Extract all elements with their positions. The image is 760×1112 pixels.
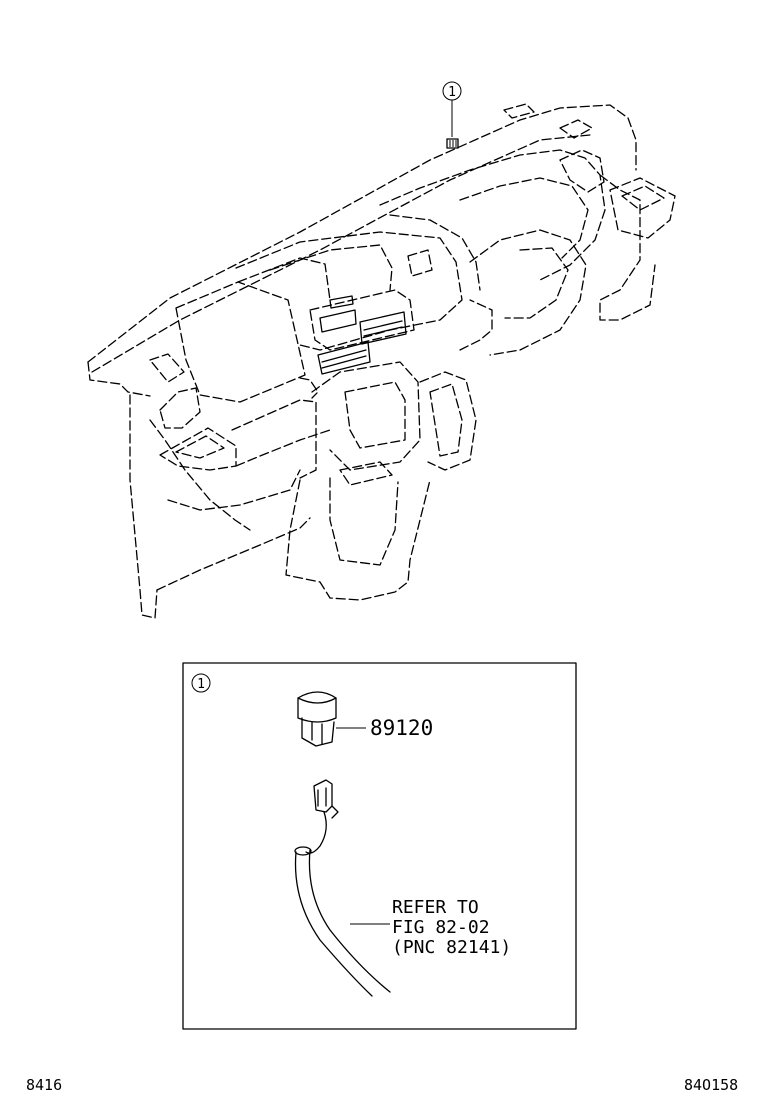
footer-left-code: 8416 <box>26 1076 62 1094</box>
sensor-icon <box>297 691 366 747</box>
detail-inset: 1 89120 REFER TO FIG 82-02 (PNC 82141) <box>182 662 577 1030</box>
footer-right-code: 84O158 <box>684 1076 738 1094</box>
callout-number: 1 <box>448 85 456 100</box>
part-number-label: 89120 <box>370 716 433 740</box>
harness-wire <box>305 811 327 854</box>
callout-circle-icon <box>442 81 462 101</box>
inset-callout-number: 1 <box>197 677 205 692</box>
connector-icon <box>313 779 339 819</box>
dashboard-callout: 1 <box>442 81 462 149</box>
refer-note-line2: FIG 82-02 <box>392 917 490 938</box>
instrument-panel-outline <box>87 103 676 619</box>
harness-tube <box>294 851 373 997</box>
sensor-location-icon <box>446 138 459 149</box>
inset-callout-circle-icon <box>191 673 211 693</box>
refer-note-line3: (PNC 82141) <box>392 937 511 958</box>
refer-note-line1: REFER TO <box>392 897 479 918</box>
